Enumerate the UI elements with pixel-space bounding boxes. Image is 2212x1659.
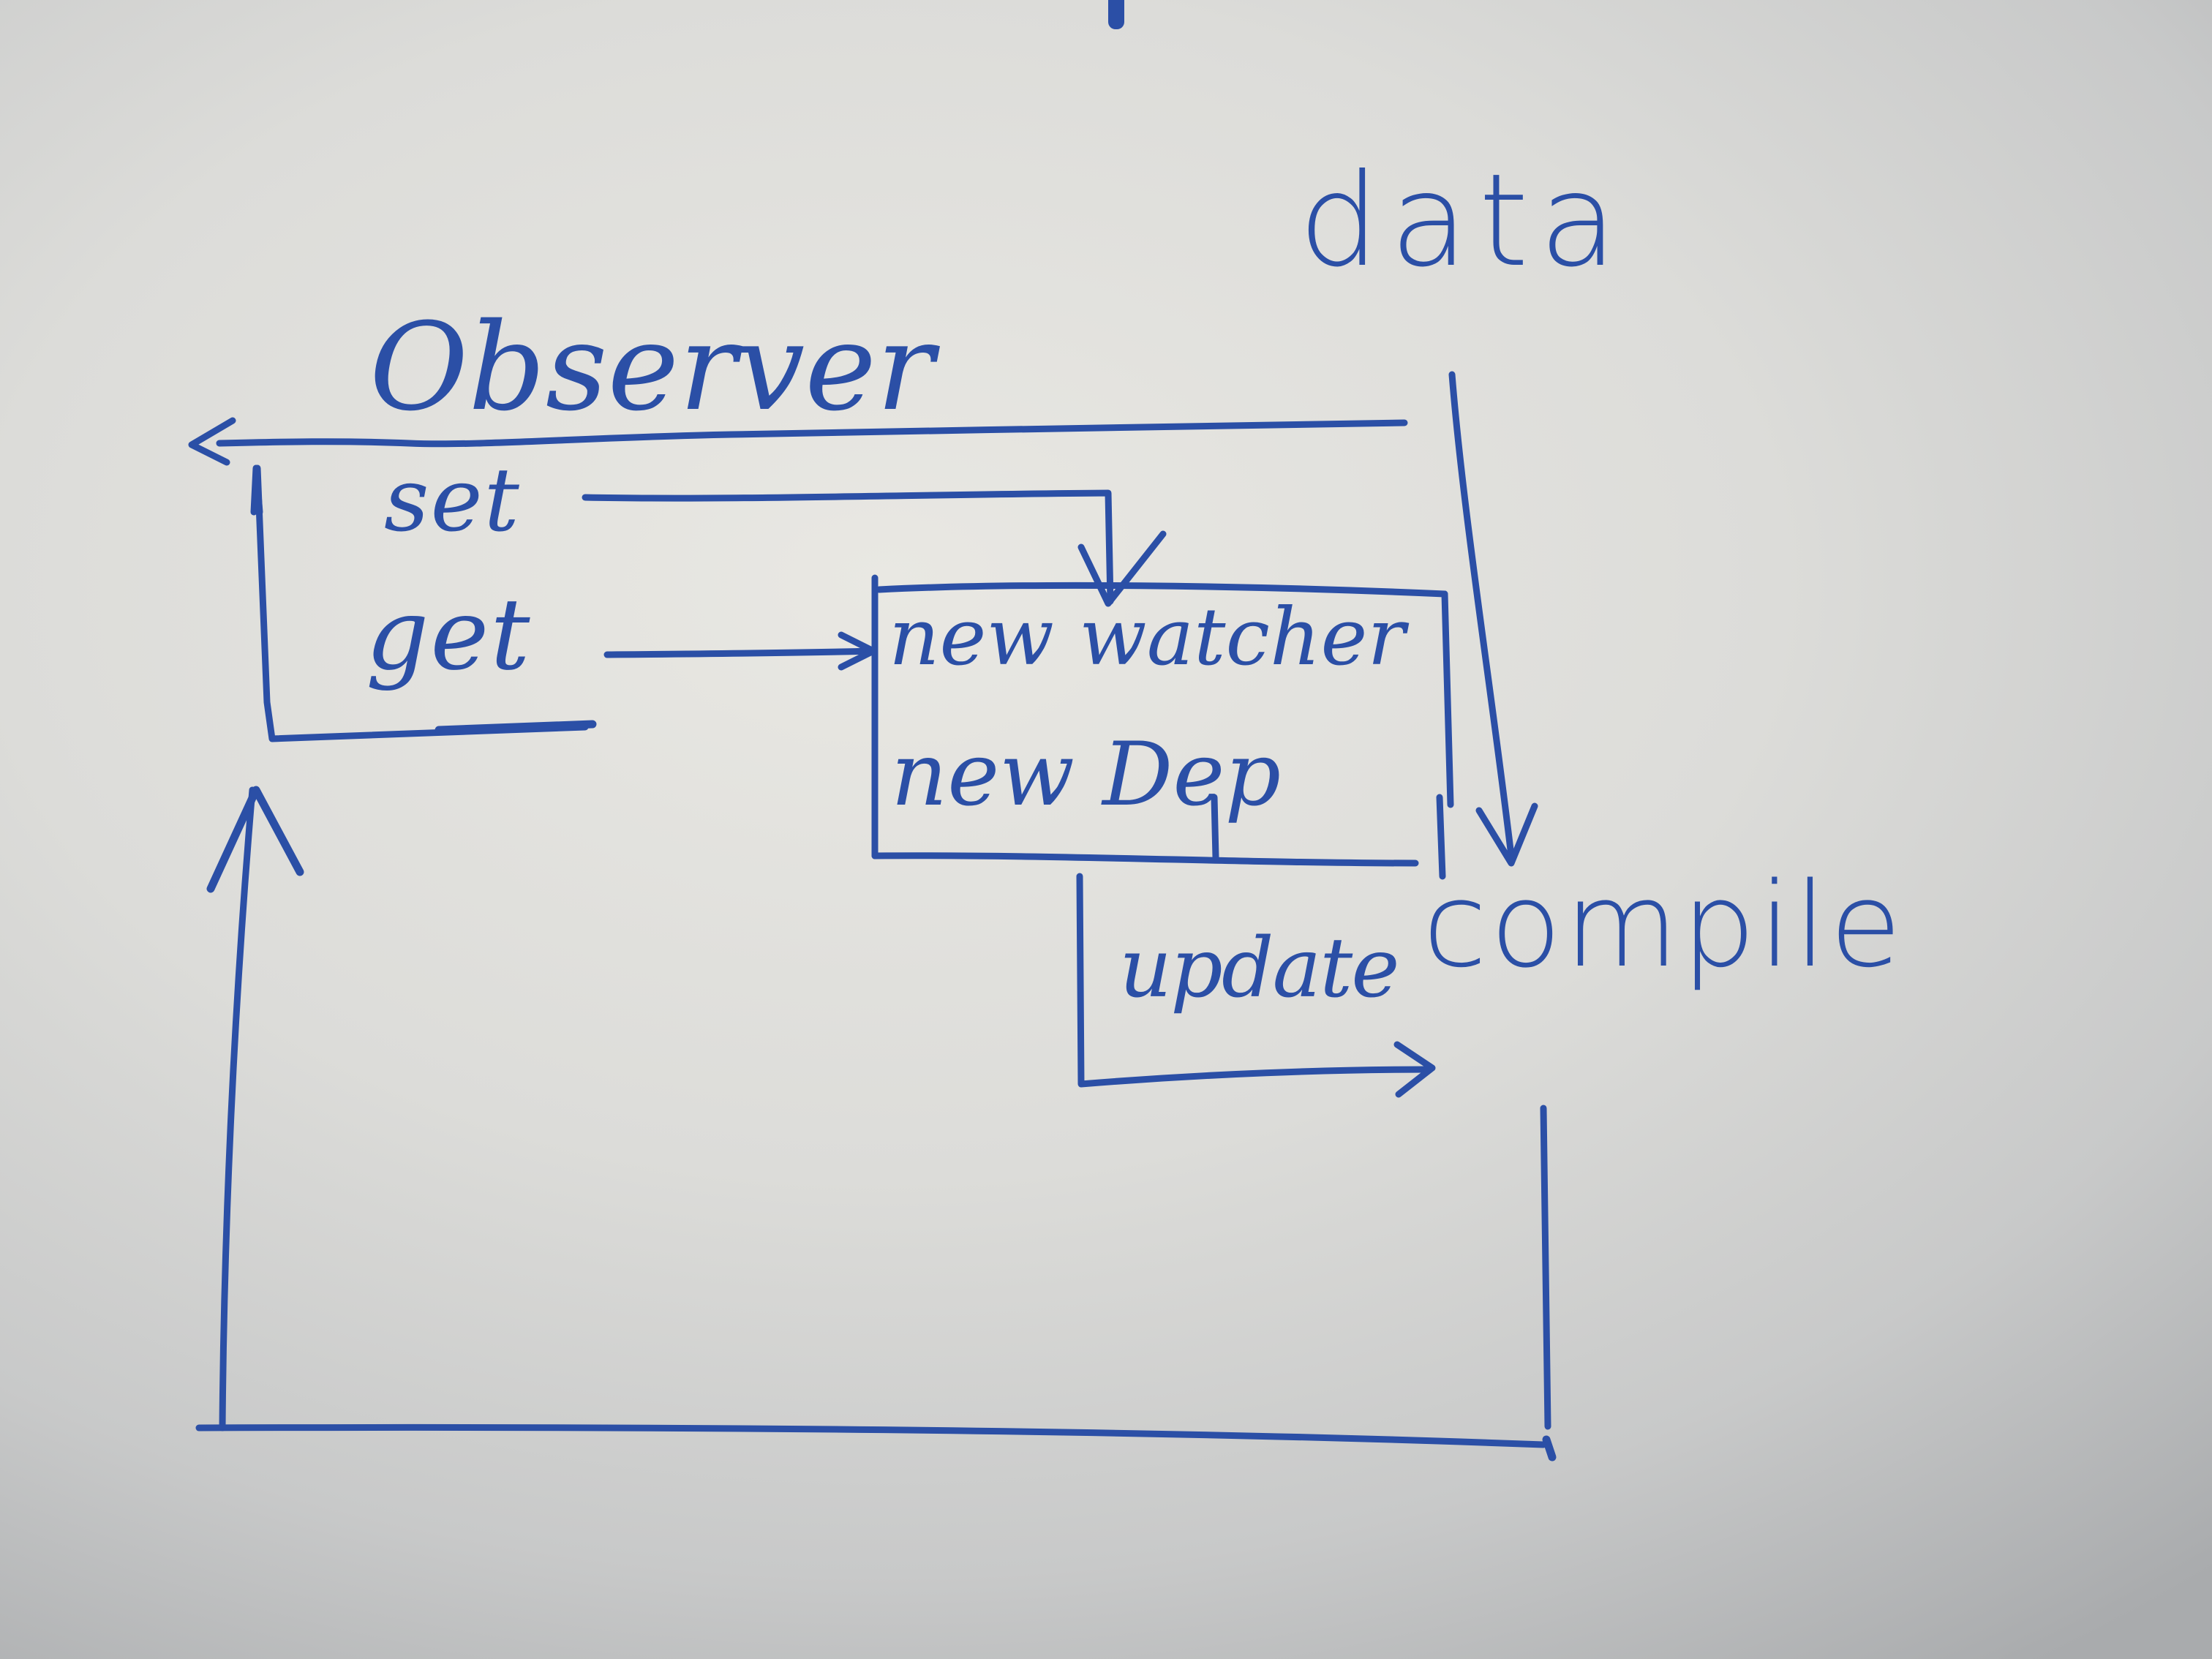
node-observer: Observer: [369, 297, 934, 437]
arrowhead-down-icon: [1077, 530, 1167, 607]
node-compile: compile: [1423, 857, 1905, 993]
edge-set-to-watcher: [582, 489, 1167, 607]
edge-compile-to-observer: [195, 786, 1557, 1462]
node-new-watcher: new watcher: [889, 592, 1406, 683]
edge-update-to-compile: [1076, 873, 1436, 1098]
node-data: data: [1298, 147, 1628, 296]
arrowhead-right-icon-2: [1393, 1041, 1436, 1098]
arrowhead-down-icon-2: [1475, 802, 1538, 867]
edge-data-to-compile: [1448, 371, 1538, 867]
stray-ink-mark: [1108, 0, 1124, 29]
node-set: set: [384, 450, 521, 552]
node-get: get: [366, 577, 532, 692]
arrowhead-left-icon: [188, 417, 236, 466]
watcher-box: [871, 574, 1454, 880]
edge-data-to-observer: [188, 417, 1408, 466]
edge-get-to-watcher: [603, 631, 877, 671]
arrowhead-up-icon: [206, 786, 304, 893]
node-new-dep: new Dep: [891, 724, 1282, 826]
observer-bracket: [250, 464, 597, 742]
edge-label-update: update: [1119, 921, 1400, 1016]
